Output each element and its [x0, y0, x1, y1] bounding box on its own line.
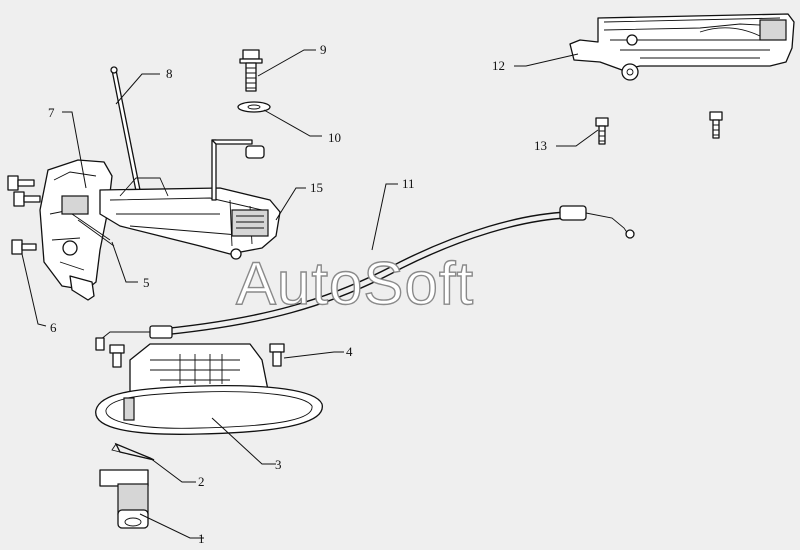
leader-7: [62, 111, 87, 189]
part-2-retainer-clip: [111, 442, 155, 461]
part-10-washer: [237, 101, 271, 113]
leader-13: [556, 129, 599, 147]
leader-9: [257, 49, 316, 77]
part-3-outer-handle: [95, 343, 323, 435]
leader-3: [211, 417, 276, 465]
leader-1: [139, 513, 204, 539]
leader-2: [149, 457, 196, 483]
callout-9: 9: [320, 42, 327, 57]
leader-8: [115, 73, 160, 105]
callout-12: 12: [492, 58, 505, 73]
leader-6: [21, 253, 47, 327]
callout-7: 7: [48, 105, 55, 120]
callout-11: 11: [402, 176, 415, 191]
callout-10: 10: [328, 130, 341, 145]
callout-4: 4: [346, 344, 353, 359]
leader-15: [275, 187, 306, 221]
callout-15: 15: [310, 180, 323, 195]
part-6-screws: [7, 175, 41, 255]
callout-6: 6: [50, 320, 57, 335]
leader-5: [111, 241, 138, 283]
part-15-latch-assembly: [39, 139, 281, 301]
leader-12: [514, 53, 579, 67]
part-8-rod: [110, 66, 141, 192]
callout-5: 5: [143, 275, 150, 290]
watermark-text: AutoSoft: [236, 250, 474, 317]
part-12-handle-bracket: [569, 13, 795, 81]
callout-2: 2: [198, 474, 205, 489]
callout-13: 13: [534, 138, 547, 153]
callout-1: 1: [198, 531, 205, 546]
leader-4: [283, 351, 344, 359]
part-1-lock-cylinder: [99, 469, 149, 529]
part-11-cable: [95, 205, 635, 351]
callout-labels: 1 2 3 4 5 6 7 8 9 10 11 12 13 15: [48, 42, 547, 546]
leader-11: [371, 183, 398, 251]
callout-3: 3: [275, 457, 282, 472]
leader-lines: [21, 49, 599, 539]
part-4-screws: [109, 343, 285, 368]
part-13-bolts: [595, 111, 723, 145]
leader-10: [263, 109, 322, 137]
callout-8: 8: [166, 66, 173, 81]
part-9-bolt: [239, 49, 263, 92]
